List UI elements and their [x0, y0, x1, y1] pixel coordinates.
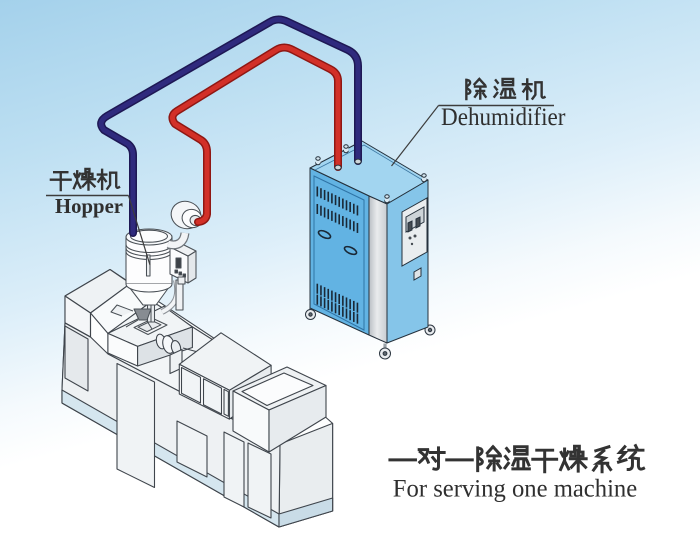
- svg-text:Dehumidifier: Dehumidifier: [441, 104, 566, 131]
- svg-text:For serving one machine: For serving one machine: [393, 474, 637, 503]
- svg-text:Hopper: Hopper: [55, 194, 123, 218]
